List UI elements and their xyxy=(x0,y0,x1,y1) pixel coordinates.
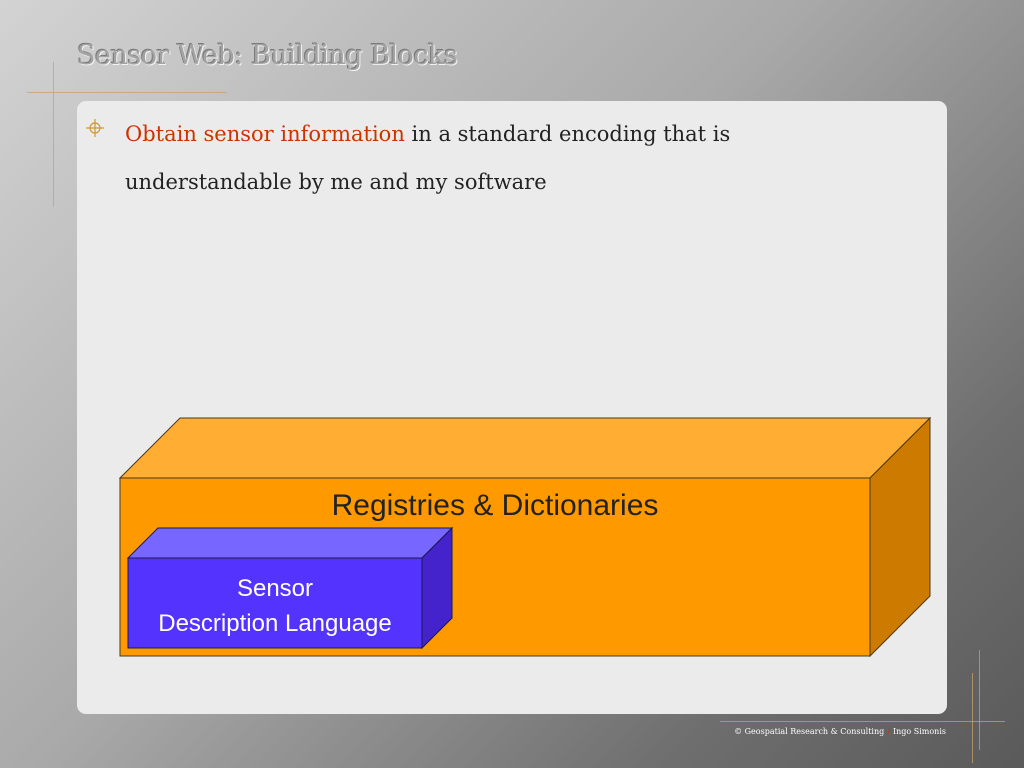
bullet-body-text: in a standard encoding that is understan… xyxy=(125,122,731,194)
registries-block-label: Registries & Dictionaries xyxy=(332,489,659,522)
footer: © Geospatial Research & Consulting/Ingo … xyxy=(734,727,946,736)
sdl-block-front-face xyxy=(127,557,423,649)
decor-vertical-line-bottom xyxy=(972,673,973,763)
slide-title: Sensor Web: Building Blocks xyxy=(77,40,458,71)
sensor-description-block: Sensor Description Language xyxy=(126,526,454,650)
crosshair-bullet-icon xyxy=(86,119,104,137)
footer-author: Ingo Simonis xyxy=(892,727,946,736)
decor-vertical-line-bottom-2 xyxy=(979,650,980,750)
sdl-block-label-line1: Sensor xyxy=(237,575,313,602)
bullet-item: Obtain sensor information in a standard … xyxy=(125,110,885,206)
footer-separator: / xyxy=(887,727,890,736)
decor-vertical-line-top xyxy=(53,62,54,207)
registries-block-top-face xyxy=(118,417,932,479)
decor-horizontal-line-bottom xyxy=(720,721,1005,722)
footer-copyright: © Geospatial Research & Consulting xyxy=(734,727,885,736)
bullet-highlight-text: Obtain sensor information xyxy=(125,122,405,146)
sdl-block-top-face xyxy=(126,527,454,559)
decor-horizontal-line-top xyxy=(27,92,227,93)
sdl-block-label-line2: Description Language xyxy=(158,610,392,637)
